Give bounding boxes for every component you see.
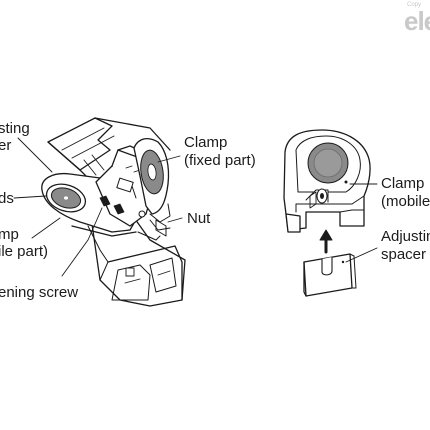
leader-nut: [167, 217, 183, 223]
label-nut: Nut: [187, 210, 211, 227]
clamp-fixed-part: [133, 137, 171, 231]
clamp-mobile-part-left: [41, 172, 139, 237]
label-clamp-mobile-right-line2: (mobile: [381, 193, 430, 210]
leader-adjusting-spacer: [345, 247, 378, 263]
clamp-mobile-part-right: [283, 129, 371, 233]
label-adjusting-screw-line2: er: [0, 137, 12, 154]
leader-lines: [13, 137, 378, 277]
leader-clamp-fixed: [157, 155, 181, 163]
leader-clamp-mobile-left: [31, 217, 61, 239]
label-adjusting-spacer-line2: spacer: [381, 246, 427, 263]
label-clamp-fixed-line2: (fixed part): [184, 152, 256, 169]
insert-arrow: [319, 229, 333, 254]
leader-adjusting-screw: [17, 137, 53, 173]
label-adjusting-spacer-line1: Adjustin: [381, 228, 430, 245]
watermark-logo: ele: [404, 6, 430, 36]
adjusting-spacer: [303, 253, 357, 297]
leader-heads: [13, 195, 47, 199]
label-clamp-mobile-left-line2: ile part): [0, 243, 49, 260]
label-clamp-mobile-right-line1: Clamp: [381, 175, 425, 192]
leader-fastening-screw: [61, 207, 103, 277]
watermark-copyright: Copy: [407, 2, 422, 8]
label-clamp-fixed-line1: Clamp: [184, 134, 228, 151]
label-fastening-screw: ening screw: [0, 284, 79, 301]
label-clamp-mobile-left-line1: mp: [0, 226, 19, 243]
label-adjusting-screw-line1: sting: [0, 120, 30, 137]
label-heads: ds: [0, 190, 14, 207]
